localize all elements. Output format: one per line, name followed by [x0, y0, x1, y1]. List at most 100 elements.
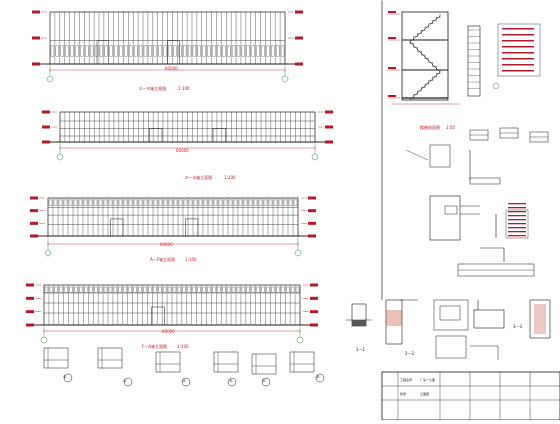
level-text-mark	[30, 196, 38, 200]
elevation-window	[226, 286, 231, 293]
elevation-window	[293, 199, 298, 206]
elevation-window	[261, 286, 265, 293]
level-text-mark	[308, 196, 316, 200]
elevation-window	[222, 286, 226, 293]
elevation-window	[93, 199, 98, 206]
beam-column-plate	[444, 205, 458, 215]
elevation-window	[192, 45, 197, 57]
elevation-window	[143, 199, 148, 206]
bottom-detail-row	[43, 347, 325, 387]
level-text-mark	[325, 140, 333, 144]
elevation-window	[119, 45, 123, 57]
level-text-mark	[30, 221, 38, 225]
elevation-window	[168, 45, 172, 57]
detail-number-circle-2	[123, 377, 133, 387]
elevation-window	[236, 286, 241, 293]
connection-detail-beam	[469, 177, 501, 185]
elevation-window	[103, 286, 108, 293]
elevation-window	[187, 45, 192, 57]
section-2-infill	[386, 310, 402, 326]
detail-number-circle-6	[315, 373, 325, 383]
total-dim-2: 60000	[176, 148, 189, 153]
elevation-window	[128, 286, 132, 293]
elevation-window	[58, 199, 63, 206]
elevation-window	[188, 199, 193, 206]
level-text-mark	[310, 310, 318, 314]
detail-note-text	[508, 207, 526, 209]
elevation-window	[263, 199, 268, 206]
section-2-wall	[385, 299, 403, 345]
node-detail-1	[43, 347, 69, 369]
elevation-window	[290, 286, 295, 293]
elevation-window	[173, 199, 178, 206]
elevation-window	[266, 286, 270, 293]
elevation-window	[246, 45, 250, 57]
title-block-row-2: 厂房一立面	[420, 378, 436, 382]
elevation-window	[258, 199, 263, 206]
elevation-title-3: A—F轴立面图	[150, 257, 176, 262]
elevation-window	[109, 45, 113, 57]
stair-level-text	[388, 11, 396, 13]
axis-bubble	[46, 75, 54, 83]
elevation-window	[114, 45, 118, 57]
elevation-window	[231, 286, 236, 293]
elevation-window	[248, 199, 253, 206]
elevation-title-1: ①—⑤轴立面图	[139, 86, 167, 91]
section-mark-1: 1—1	[356, 347, 366, 352]
elevation-window	[123, 199, 128, 206]
stair-note-text	[502, 52, 534, 54]
section-3-frame	[433, 299, 469, 331]
elevation-window	[138, 199, 143, 206]
detail-number-circle-3	[181, 377, 191, 387]
level-text-mark	[26, 310, 34, 314]
elevation-window	[148, 45, 152, 57]
elevation-window	[94, 286, 98, 293]
elevation-window	[55, 45, 59, 57]
elevation-window	[133, 199, 138, 206]
elevation-drawing-1	[32, 10, 303, 83]
section-5-pad	[435, 335, 467, 359]
detail-note-text	[508, 235, 526, 237]
level-text-mark	[295, 36, 303, 40]
stair-note-text	[502, 34, 534, 36]
elevation-window	[113, 199, 118, 206]
elevation-window	[167, 286, 172, 293]
level-text-mark	[26, 283, 34, 287]
elevation-window	[89, 45, 94, 57]
elevation-window	[134, 45, 138, 57]
connection-details	[405, 127, 549, 277]
elevation-scale-3: 1:100	[185, 257, 197, 262]
elevation-window	[207, 45, 211, 57]
section-3-plate	[439, 305, 461, 321]
elevation-window	[138, 286, 142, 293]
axis-bubble	[281, 75, 289, 83]
stair-section-title: 楼梯剖面图	[420, 125, 440, 130]
total-dim-3: 60000	[160, 242, 173, 247]
elevation-window	[63, 199, 68, 206]
level-text-mark	[295, 62, 303, 66]
detail-no-3: ③	[182, 378, 186, 383]
elevation-window	[273, 199, 278, 206]
elevation-window	[261, 45, 265, 57]
elevation-window	[243, 199, 248, 206]
elevation-window	[98, 199, 103, 206]
stair-level-text	[388, 37, 396, 39]
elevation-window	[283, 199, 288, 206]
node-detail-3	[155, 351, 181, 373]
level-text-mark	[42, 125, 50, 129]
elevation-window	[64, 286, 68, 293]
elevation-window	[251, 286, 255, 293]
elevation-drawing-2	[42, 110, 333, 161]
level-text-mark	[325, 125, 333, 129]
elevation-window	[108, 286, 113, 293]
node-detail-2	[97, 347, 123, 369]
level-text-mark	[325, 110, 333, 114]
level-text-mark	[30, 209, 38, 213]
elevation-window	[85, 45, 89, 57]
detail-no-1: ①	[63, 374, 67, 379]
detail-no-5: ⑤	[262, 378, 266, 383]
detail-note-text	[508, 215, 526, 217]
elevation-window	[104, 45, 108, 57]
elevation-window	[256, 286, 260, 293]
elevation-window	[187, 286, 191, 293]
